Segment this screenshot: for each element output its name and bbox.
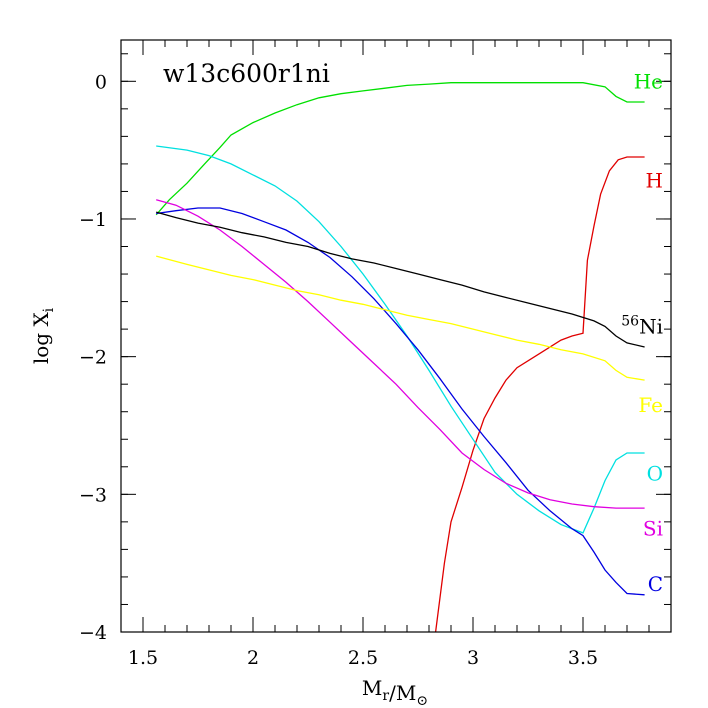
series-line-c <box>156 207 645 596</box>
series-line-56ni <box>156 211 645 348</box>
x-tick-labels: 1.5 2 2.5 3 3.5 <box>128 647 598 669</box>
series-label: 56Ni <box>621 313 663 338</box>
major-ticks <box>121 40 671 633</box>
x-tick-label: 3.5 <box>568 647 598 669</box>
series-label: Fe <box>638 393 663 417</box>
y-tick-label: −2 <box>79 347 107 369</box>
series-line-o <box>156 145 645 534</box>
x-tick-label: 3 <box>467 647 479 669</box>
y-tick-label: −4 <box>79 622 107 644</box>
chart-title: w13c600r1ni <box>163 59 330 88</box>
x-tick-label: 2.5 <box>348 647 378 669</box>
series-label: C <box>648 572 663 596</box>
series-label: He <box>634 69 663 93</box>
y-tick-label: 0 <box>95 71 107 93</box>
series-label: Si <box>643 517 663 541</box>
x-tick-label: 2 <box>247 647 259 669</box>
series-line-fe <box>156 255 645 381</box>
y-tick-label: −3 <box>79 484 107 506</box>
y-tick-labels: −4 −3 −2 −1 0 <box>79 71 107 644</box>
plot-frame <box>120 39 672 633</box>
series-line-h <box>434 156 645 633</box>
x-tick-label: 1.5 <box>128 647 158 669</box>
series-label: H <box>646 168 663 192</box>
series-line-he <box>155 82 645 216</box>
series-label: O <box>647 462 663 486</box>
y-tick-label: −1 <box>79 209 107 231</box>
series-line-si <box>156 199 645 509</box>
series-lines <box>155 82 645 633</box>
y-axis-label: log Xi <box>29 307 57 364</box>
x-axis-label: Mr/M⊙ <box>362 676 428 708</box>
